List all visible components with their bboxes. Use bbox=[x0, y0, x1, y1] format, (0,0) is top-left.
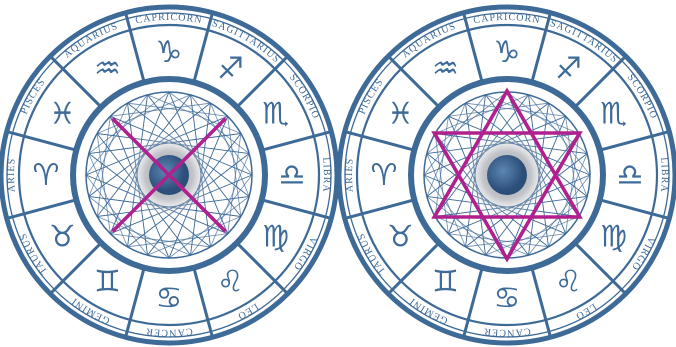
goat-icon: ♑ bbox=[494, 35, 521, 70]
scales-icon: ♎ bbox=[279, 158, 306, 193]
sign-label: ARIES bbox=[6, 157, 18, 192]
archer-icon: ♐ bbox=[217, 51, 244, 86]
bull-icon: ♉ bbox=[387, 220, 414, 255]
sector-divider bbox=[9, 132, 77, 150]
ram-icon: ♈ bbox=[33, 158, 60, 193]
zodiac-wheel-left: ARIES♈TAURUS♉GEMINI♊CANCER♋LEO♌VIRGO♍LIB… bbox=[0, 0, 338, 347]
fish-icon: ♓ bbox=[49, 97, 76, 132]
lion-icon: ♌ bbox=[217, 265, 244, 300]
water-bearer-icon: ♒ bbox=[432, 51, 459, 86]
sector-divider bbox=[262, 200, 330, 218]
sector-divider bbox=[9, 200, 77, 218]
crab-icon: ♋ bbox=[156, 281, 183, 316]
goat-icon: ♑ bbox=[156, 35, 183, 70]
maiden-icon: ♍ bbox=[262, 220, 289, 255]
fish-icon: ♓ bbox=[387, 97, 414, 132]
zodiac-wheel-right: ARIES♈TAURUS♉GEMINI♊CANCER♋LEO♌VIRGO♍LIB… bbox=[338, 0, 676, 347]
lion-icon: ♌ bbox=[555, 265, 582, 300]
maiden-icon: ♍ bbox=[600, 220, 627, 255]
bull-icon: ♉ bbox=[49, 220, 76, 255]
ram-icon: ♈ bbox=[371, 158, 398, 193]
sector-divider bbox=[600, 132, 668, 150]
scales-icon: ♎ bbox=[617, 158, 644, 193]
sector-divider bbox=[464, 268, 482, 336]
sign-label: ARIES bbox=[344, 157, 356, 192]
sector-divider bbox=[194, 268, 212, 336]
twins-icon: ♊ bbox=[432, 265, 459, 300]
crab-icon: ♋ bbox=[494, 281, 521, 316]
sector-divider bbox=[347, 132, 415, 150]
twins-icon: ♊ bbox=[94, 265, 121, 300]
sector-divider bbox=[126, 268, 144, 336]
sector-divider bbox=[262, 132, 330, 150]
sector-divider bbox=[347, 200, 415, 218]
water-bearer-icon: ♒ bbox=[94, 51, 121, 86]
sector-divider bbox=[600, 200, 668, 218]
scorpion-icon: ♏ bbox=[600, 97, 627, 132]
sign-label: CANCER bbox=[483, 325, 531, 338]
sign-label: CANCER bbox=[145, 325, 193, 338]
sign-label: LIBRA bbox=[320, 157, 332, 193]
sector-divider bbox=[532, 268, 550, 336]
scorpion-icon: ♏ bbox=[262, 97, 289, 132]
sign-label: LIBRA bbox=[658, 157, 670, 193]
earth-globe-icon bbox=[487, 155, 527, 195]
archer-icon: ♐ bbox=[555, 51, 582, 86]
